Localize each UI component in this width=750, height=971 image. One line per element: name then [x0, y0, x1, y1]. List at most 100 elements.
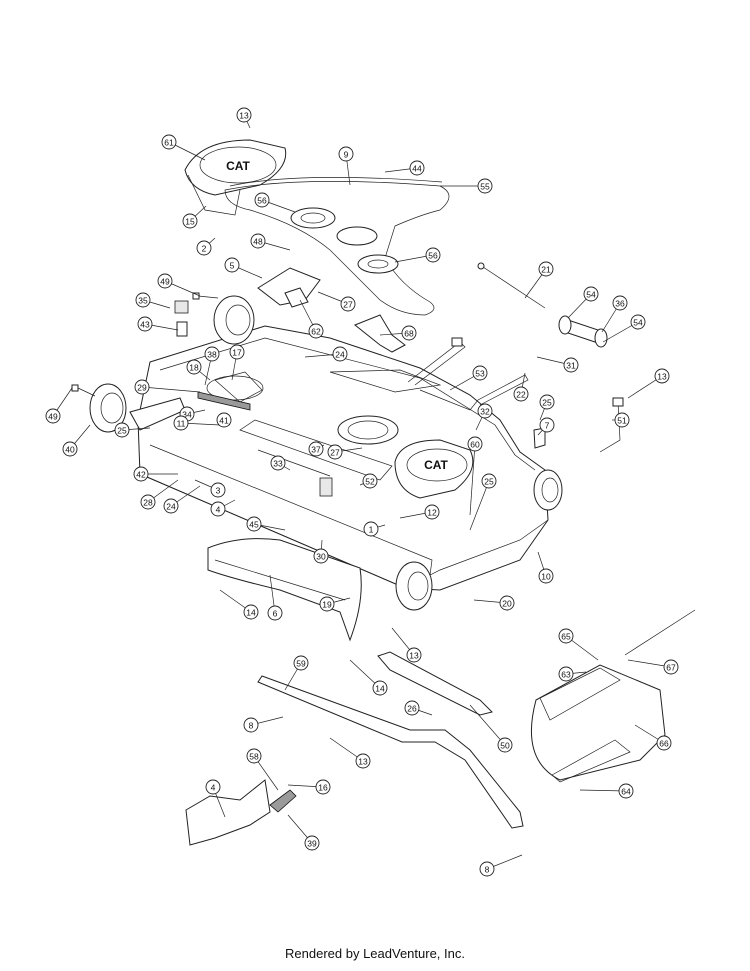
callout-circle [327, 444, 343, 460]
callout-label: 30 [316, 552, 326, 562]
filter-36 [558, 315, 608, 348]
pulley-spindle [336, 226, 399, 274]
callout-28: 28 [140, 494, 156, 510]
callout-56: 56 [425, 247, 441, 263]
callout-27: 27 [327, 444, 343, 460]
callout-65: 65 [558, 628, 574, 644]
callout-circle [472, 365, 488, 381]
callout-label: 60 [470, 440, 480, 450]
callout-label: 4 [211, 783, 216, 793]
callout-label: 54 [586, 290, 596, 300]
spindle-cover-top: CAT [184, 139, 287, 216]
callout-label: 53 [475, 369, 485, 379]
callout-25: 25 [114, 422, 130, 438]
callout-circle [204, 346, 220, 362]
callout-circle [210, 501, 226, 517]
callout-39: 39 [304, 835, 320, 851]
gauge-wheel-front-left [213, 295, 255, 345]
callout-13: 13 [355, 753, 371, 769]
callout-circle [513, 386, 529, 402]
callout-label: 50 [500, 741, 510, 751]
callout-35: 35 [135, 292, 151, 308]
bolt-49-left [71, 384, 96, 397]
callout-circle [182, 213, 198, 229]
spring-29 [197, 391, 251, 411]
callout-circle [332, 346, 348, 362]
callout-20: 20 [499, 595, 515, 611]
callout-label: 68 [404, 329, 414, 339]
callout-6: 6 [267, 605, 283, 621]
callout-label: 27 [330, 448, 340, 458]
gauge-wheel-left [89, 383, 127, 433]
bracket-68 [354, 314, 406, 353]
callout-circle [243, 717, 259, 733]
callout-label: 49 [48, 412, 58, 422]
drive-belt [224, 177, 450, 316]
callout-25: 25 [539, 394, 555, 410]
callout-49: 49 [45, 408, 61, 424]
linkage-53 [407, 337, 529, 411]
leader-line [469, 704, 506, 746]
pulley-idler [290, 207, 336, 229]
callout-circle [663, 659, 679, 675]
callout-26: 26 [404, 700, 420, 716]
callout-61: 61 [161, 134, 177, 150]
callout-42: 42 [133, 466, 149, 482]
gauge-wheel-right [533, 469, 563, 511]
callout-label: 48 [253, 237, 263, 247]
callout-12: 12 [424, 504, 440, 520]
callout-label: 42 [136, 470, 146, 480]
callout-label: 66 [659, 739, 669, 749]
fitting-43 [176, 321, 188, 337]
callout-9: 9 [338, 146, 354, 162]
callout-label: 13 [409, 651, 419, 661]
callout-label: 44 [412, 164, 422, 174]
callout-label: 20 [502, 599, 512, 609]
baffle-6 [207, 538, 362, 642]
callout-38: 38 [204, 346, 220, 362]
cover-logo-top: CAT [226, 159, 250, 173]
callout-circle [563, 357, 579, 373]
callout-circle [355, 753, 371, 769]
callout-circle [246, 516, 262, 532]
callout-circle [481, 473, 497, 489]
callout-circle [539, 417, 555, 433]
callout-circle [315, 779, 331, 795]
callout-14: 14 [243, 604, 259, 620]
callout-4: 4 [210, 501, 226, 517]
callout-25: 25 [481, 473, 497, 489]
mower-deck [137, 325, 549, 591]
callout-label: 25 [542, 398, 552, 408]
callout-label: 8 [249, 721, 254, 731]
callout-27: 27 [340, 296, 356, 312]
callout-circle [479, 861, 495, 877]
callout-13: 13 [236, 107, 252, 123]
callout-circle [477, 178, 493, 194]
callout-label: 25 [117, 426, 127, 436]
callout-14: 14 [372, 680, 388, 696]
callout-circle [313, 548, 329, 564]
callout-1: 1 [363, 521, 379, 537]
callout-5: 5 [224, 257, 240, 273]
bolt-49 [192, 292, 219, 300]
callout-55: 55 [477, 178, 493, 194]
callout-circle [319, 596, 335, 612]
callout-label: 18 [189, 363, 199, 373]
callout-circle [134, 379, 150, 395]
callout-label: 5 [230, 261, 235, 271]
callout-45: 45 [246, 516, 262, 532]
callout-19: 19 [319, 596, 335, 612]
callout-59: 59 [293, 655, 309, 671]
callout-31: 31 [563, 357, 579, 373]
callout-label: 13 [239, 111, 249, 121]
callout-circle [539, 394, 555, 410]
callout-label: 6 [273, 609, 278, 619]
callout-label: 13 [657, 372, 667, 382]
callout-49: 49 [157, 273, 173, 289]
callout-circle [654, 368, 670, 384]
callout-36: 36 [612, 295, 628, 311]
callout-label: 65 [561, 632, 571, 642]
spindle-cover-right: CAT [394, 439, 474, 499]
callout-circle [205, 779, 221, 795]
